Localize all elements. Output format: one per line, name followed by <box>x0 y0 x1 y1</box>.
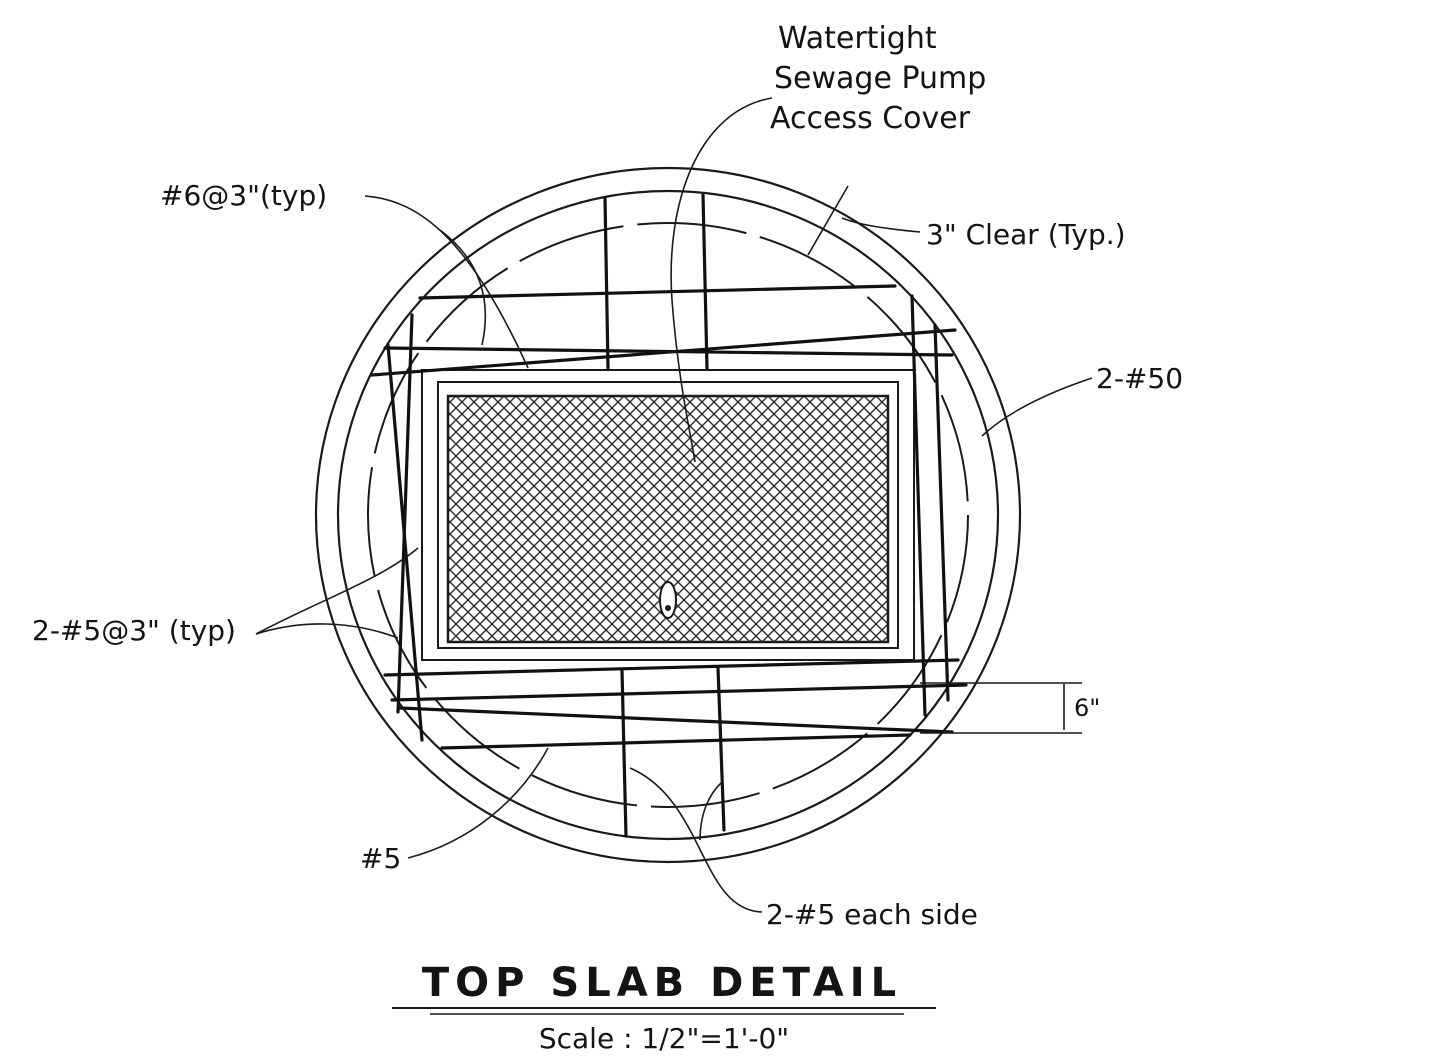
drawing-title: TOP SLAB DETAIL <box>422 960 902 1006</box>
rebar-bottom-3 <box>398 706 954 734</box>
rebar-top-1 <box>418 284 897 300</box>
leader-side-bars-2 <box>255 547 419 635</box>
rebar-vert-bottom-1 <box>620 668 628 838</box>
each-side-callout: 2-#5 each side <box>766 898 978 931</box>
leader-clear <box>841 217 921 233</box>
inner-slab-circle <box>336 189 1000 841</box>
rebar-bottom-1 <box>383 658 960 677</box>
rebar-vert-top-1 <box>603 196 610 370</box>
leader-top-bar-2 <box>439 229 487 346</box>
side-bars-callout: 2-#5@3" (typ) <box>32 614 236 647</box>
ring-rebar-circle <box>367 222 969 808</box>
opening-frame-outer <box>421 369 915 661</box>
cover-lift-handle <box>659 581 677 619</box>
leader-corner-bar <box>407 747 549 859</box>
slab-outline <box>314 166 1022 864</box>
leader-lines <box>255 97 1093 913</box>
cover-callout-line3: Access Cover <box>770 101 971 136</box>
rebar-left-2 <box>386 343 424 742</box>
rebar-bottom-4 <box>440 733 912 750</box>
leader-side-bars <box>255 623 399 639</box>
leader-each-side <box>629 767 763 913</box>
dim-6-label: 6" <box>1074 694 1100 722</box>
rebar-bottom-2 <box>390 683 968 702</box>
rebar-right-1 <box>910 294 927 717</box>
cover-callout-line1: Watertight <box>778 21 937 56</box>
cover-callout-line2: Sewage Pump <box>774 61 986 96</box>
outer-slab-circle <box>314 166 1022 864</box>
callout-labels: Watertight Sewage Pump Access Cover #6@3… <box>32 21 1183 931</box>
leader-cover <box>670 97 773 463</box>
clear-dim-arrow <box>807 185 849 256</box>
rebar-vert-top-2 <box>701 193 709 370</box>
rebar-lines <box>370 193 968 838</box>
leader-each-side-2 <box>699 781 723 841</box>
ring-bar-callout: 2-#50 <box>1096 362 1183 395</box>
top-bar-callout: #6@3"(typ) <box>160 179 327 212</box>
rebar-vert-bottom-2 <box>716 666 726 832</box>
rebar-left-1 <box>396 313 414 714</box>
rebar-right-2 <box>933 323 950 702</box>
corner-bar-callout: #5 <box>360 842 401 875</box>
leader-ring-bar <box>981 377 1093 437</box>
cover-handle-hole <box>665 605 671 611</box>
clearance-callout: 3" Clear (Typ.) <box>926 218 1126 251</box>
leader-top-bar <box>364 195 529 369</box>
rebar-top-3 <box>370 328 957 377</box>
drawing-scale: Scale : 1/2"=1'-0" <box>539 1022 789 1055</box>
opening-frame-inner <box>437 381 899 649</box>
